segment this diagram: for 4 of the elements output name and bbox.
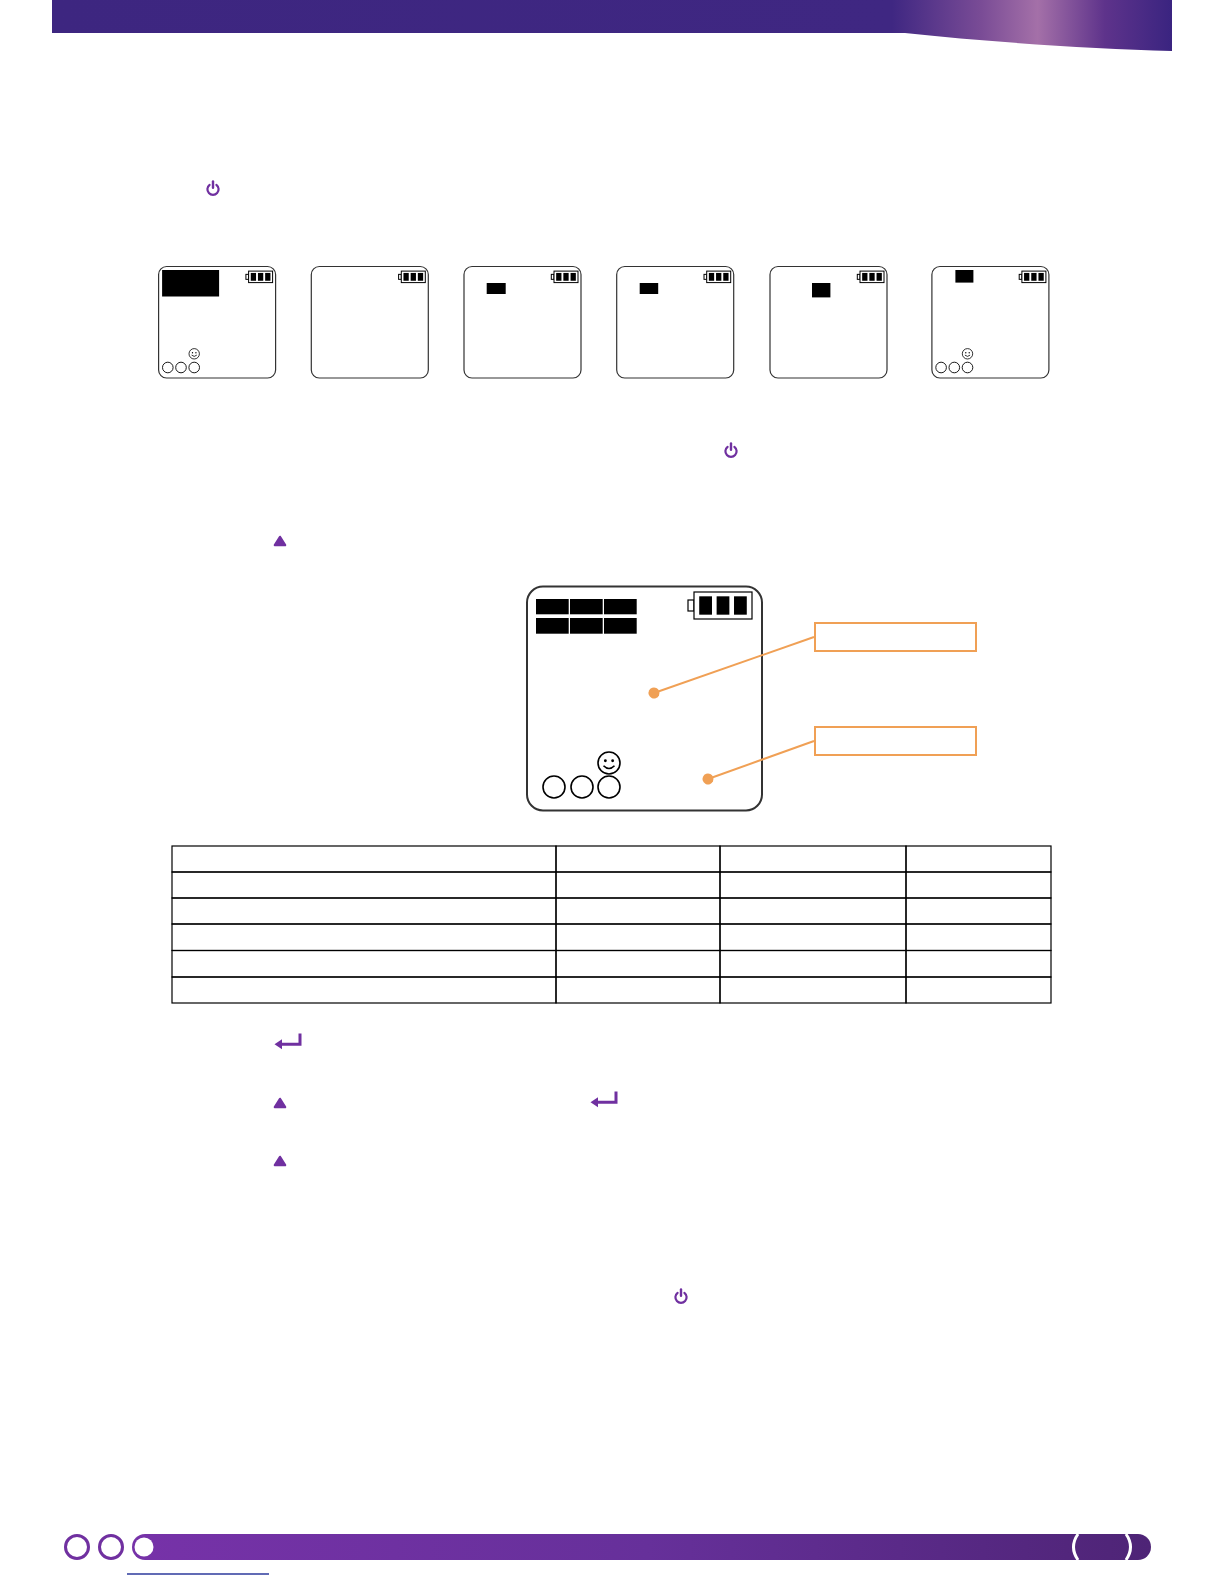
callout-box	[814, 726, 977, 756]
leader-line	[702, 740, 815, 785]
callout-box	[814, 622, 977, 652]
leader-line	[648, 636, 815, 699]
